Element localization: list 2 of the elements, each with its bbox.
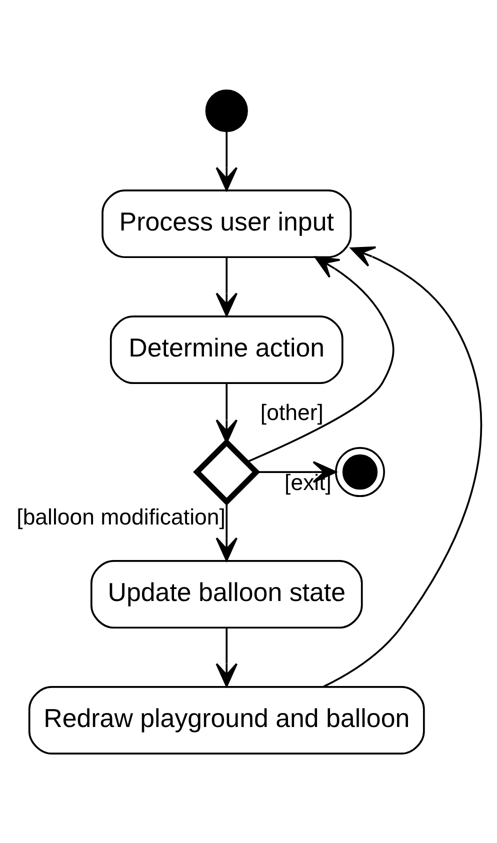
edge-label: [balloon modification] — [16, 504, 226, 530]
edge-label: [other] — [260, 399, 324, 424]
